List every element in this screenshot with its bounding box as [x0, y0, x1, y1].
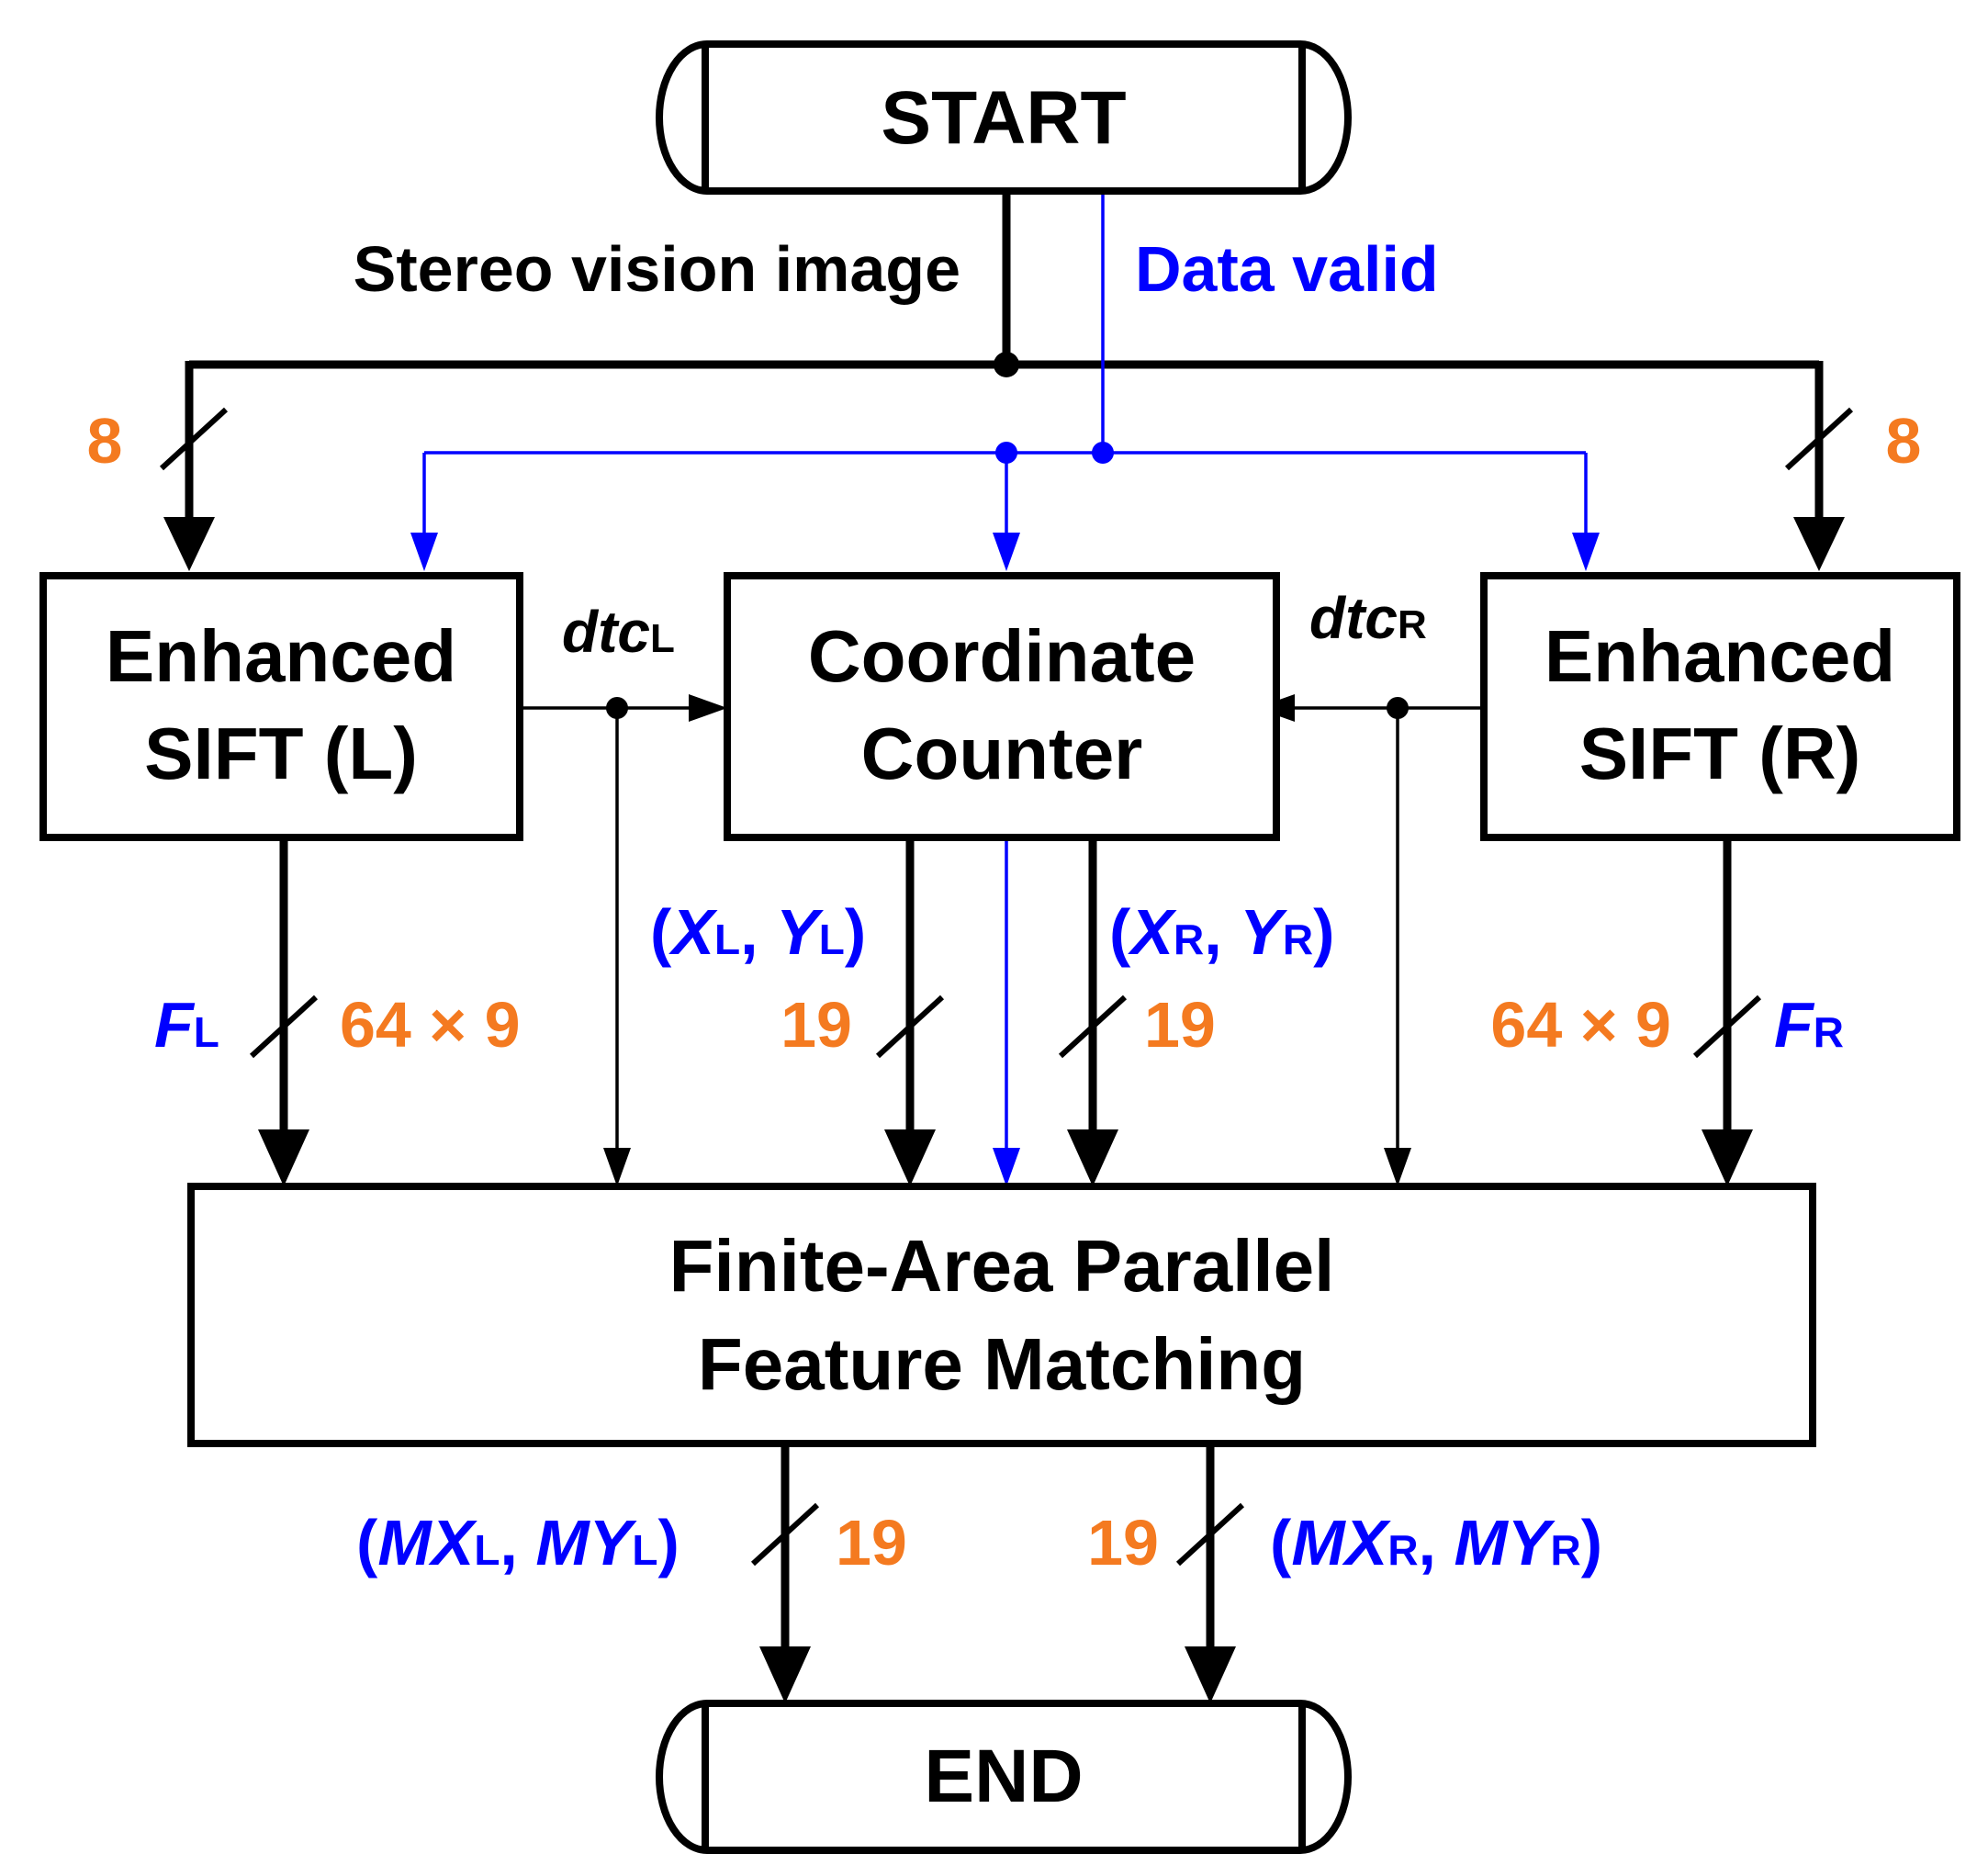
junction-dot-dtc-right [1387, 697, 1409, 719]
sift-right-block: Enhanced SIFT (R) [1480, 572, 1960, 841]
junction-dot-dtc-left [606, 697, 628, 719]
arrowhead-dtc-left-counter [689, 694, 727, 722]
counter-line-1: Coordinate [808, 615, 1196, 697]
sift-right-line-2: SIFT (R) [1579, 713, 1861, 794]
width-match-left: 19 [836, 1507, 907, 1578]
matching-line-2: Feature Matching [698, 1323, 1306, 1405]
data-buses [279, 837, 1732, 1648]
dtc-wires [520, 706, 1484, 1152]
junction-dot-stereo [994, 352, 1019, 377]
sift-right-line-1: Enhanced [1544, 615, 1895, 697]
start-label: START [881, 76, 1126, 160]
arrowhead-sift-left-input [163, 517, 215, 571]
arrowhead-coord-right [1067, 1129, 1118, 1186]
dtc-left-label: dtcL [562, 599, 675, 665]
junction-dot-valid-2 [995, 442, 1017, 464]
stereo-image-label: Stereo vision image [354, 233, 960, 305]
arrowhead-valid-matching [993, 1148, 1020, 1186]
bus-width-slashes [249, 994, 1762, 1567]
arrowhead-valid-sift-right [1572, 533, 1600, 571]
arrowhead-dtc-right-matching [1384, 1148, 1411, 1186]
feature-right-label: FR [1774, 989, 1844, 1061]
arrowhead-sift-right-input [1793, 517, 1845, 571]
width-8-right: 8 [1886, 405, 1922, 477]
arrowhead-feature-right [1702, 1129, 1753, 1186]
arrowhead-valid-sift-left [410, 533, 438, 571]
arrowhead-dtc-left-matching [603, 1148, 631, 1186]
sift-left-block: Enhanced SIFT (L) [39, 572, 523, 841]
feature-left-label: FL [154, 989, 219, 1061]
arrowhead-match-right [1185, 1646, 1236, 1703]
arrowhead-feature-left [258, 1129, 309, 1186]
arrowhead-match-left [759, 1646, 811, 1703]
match-left-label: (MXL, MYL) [356, 1507, 680, 1578]
bus-slash-left [159, 407, 229, 471]
width-match-right: 19 [1087, 1507, 1159, 1578]
sift-left-line-1: Enhanced [106, 615, 456, 697]
data-valid-label: Data valid [1135, 233, 1439, 305]
bus-slash-right [1784, 407, 1854, 471]
matching-line-1: Finite-Area Parallel [669, 1225, 1335, 1307]
junction-dot-valid-1 [1092, 442, 1114, 464]
match-right-label: (MXR, MYR) [1270, 1507, 1602, 1578]
width-feature-left: 64 × 9 [340, 989, 521, 1061]
matching-block: Finite-Area Parallel Feature Matching [187, 1183, 1816, 1447]
counter-line-2: Counter [861, 713, 1143, 794]
dtc-right-label: dtcR [1309, 585, 1427, 651]
end-terminal: END [656, 1700, 1352, 1854]
arrowhead-coord-left [884, 1129, 936, 1186]
width-feature-right: 64 × 9 [1490, 989, 1671, 1061]
width-8-left: 8 [87, 405, 123, 477]
arrowhead-valid-counter [993, 533, 1020, 571]
width-coord-left: 19 [781, 989, 852, 1061]
width-coord-right: 19 [1144, 989, 1216, 1061]
sift-left-line-2: SIFT (L) [144, 713, 418, 794]
coord-right-label: (XR, YR) [1109, 896, 1334, 968]
end-label: END [924, 1735, 1083, 1818]
coord-left-label: (XL, YL) [650, 896, 866, 968]
start-terminal: START [656, 40, 1352, 195]
coordinate-counter-block: Coordinate Counter [724, 572, 1280, 841]
